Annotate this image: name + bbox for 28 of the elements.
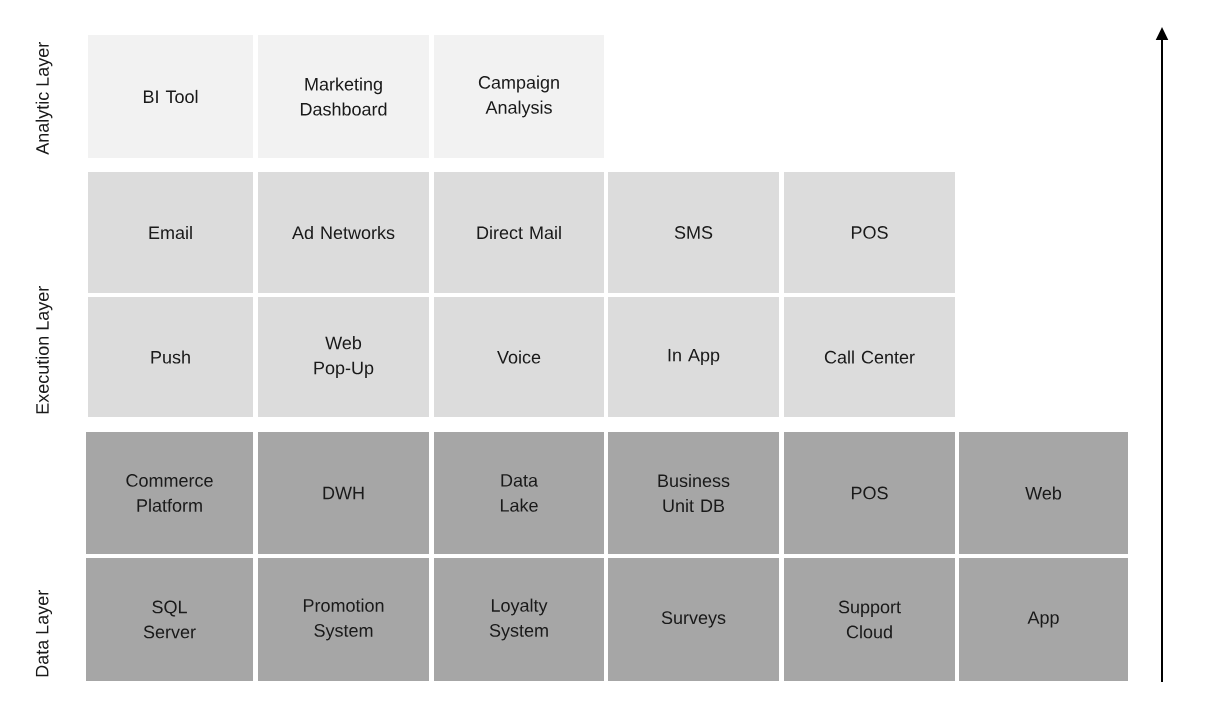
tile: SMS [608, 172, 779, 293]
layer-label: Execution Layer [35, 286, 53, 414]
tile: SQL Server [86, 558, 253, 681]
tile: App [959, 558, 1128, 681]
tile: Business Unit DB [608, 432, 779, 554]
tile: Push [88, 297, 253, 417]
tile: DWH [258, 432, 429, 554]
tile: Campaign Analysis [434, 35, 604, 158]
tile: POS [784, 432, 955, 554]
tile: Call Center [784, 297, 955, 417]
tile: Web [959, 432, 1128, 554]
tile: Voice [434, 297, 604, 417]
layer-label: Analytic Layer [35, 42, 53, 155]
tile: Surveys [608, 558, 779, 681]
tile: Marketing Dashboard [258, 35, 429, 158]
tile: Email [88, 172, 253, 293]
tile: POS [784, 172, 955, 293]
tile: Commerce Platform [86, 432, 253, 554]
tile: Direct Mail [434, 172, 604, 293]
tile: Loyalty System [434, 558, 604, 681]
tile: In App [608, 297, 779, 417]
tile: Data Lake [434, 432, 604, 554]
tile: BI Tool [88, 35, 253, 158]
tile: Web Pop-Up [258, 297, 429, 417]
tile: Promotion System [258, 558, 429, 681]
tile: Ad Networks [258, 172, 429, 293]
layer-label: Data Layer [35, 590, 53, 677]
tile: Support Cloud [784, 558, 955, 681]
